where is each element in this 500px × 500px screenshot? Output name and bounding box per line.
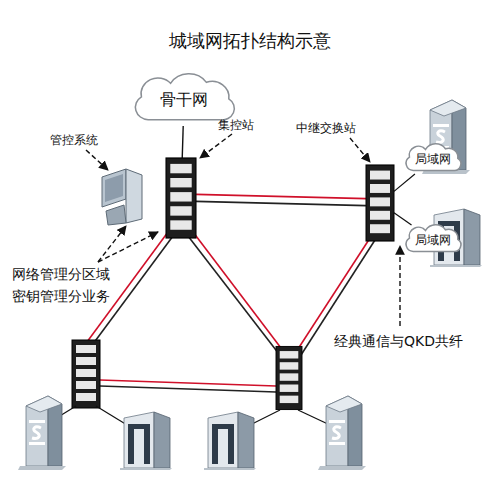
rack-outline bbox=[166, 158, 196, 238]
leader-arrows bbox=[86, 134, 400, 326]
fiber-link bbox=[394, 213, 412, 225]
link-line bbox=[196, 194, 366, 198]
note-text: 密钥管理分业务 bbox=[12, 288, 110, 305]
network-cloud: 局域网 bbox=[402, 225, 464, 255]
control-computer: 管控系统 bbox=[100, 165, 144, 225]
station-label: 集控站 bbox=[218, 118, 254, 132]
link-line bbox=[182, 126, 184, 158]
fiber-link bbox=[182, 126, 184, 158]
link-line bbox=[196, 201, 366, 205]
node-label: 局域网 bbox=[402, 225, 464, 255]
fiber-ring bbox=[84, 232, 375, 392]
station-rack: 中继交换站 bbox=[366, 165, 394, 241]
note-text: 网络管理分区域 bbox=[12, 266, 110, 283]
office-tower bbox=[18, 396, 66, 470]
station-rack: 集控站 bbox=[166, 158, 196, 238]
link-line bbox=[394, 174, 415, 191]
station-label: 管控系统 bbox=[50, 133, 98, 147]
pc-outline bbox=[100, 165, 144, 225]
station-label: 中继交换站 bbox=[296, 121, 356, 135]
office-building bbox=[204, 412, 256, 470]
network-cloud: 局域网 bbox=[402, 144, 464, 174]
fiber-link bbox=[394, 174, 415, 191]
office-tower bbox=[318, 396, 366, 470]
rack-outline bbox=[366, 165, 394, 241]
relay-rack bbox=[276, 346, 302, 409]
diagram-title: 城域网拓扑结构示意 bbox=[0, 30, 500, 52]
office-building bbox=[120, 412, 172, 470]
relay-rack bbox=[72, 340, 100, 408]
note-text: 经典通信与QKD共纤 bbox=[334, 333, 463, 350]
fiber-link bbox=[196, 194, 366, 205]
node-label: 局域网 bbox=[402, 144, 464, 174]
link-line bbox=[394, 213, 412, 225]
access-lines bbox=[50, 406, 330, 430]
